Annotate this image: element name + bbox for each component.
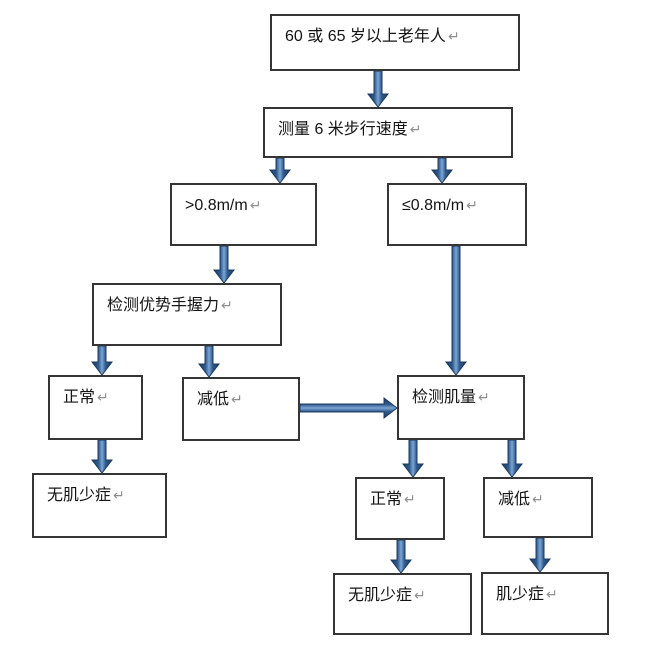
flow-node-grip-strength: 检测优势手握力↵ xyxy=(92,283,282,346)
paragraph-return-mark: ↵ xyxy=(97,389,109,405)
paragraph-return-mark: ↵ xyxy=(231,391,243,407)
flow-node-label: 正常 xyxy=(370,491,403,508)
flow-node-muscle-mass: 检测肌量↵ xyxy=(397,375,525,440)
paragraph-return-mark: ↵ xyxy=(409,121,422,137)
flow-node-grip-normal: 正常↵ xyxy=(48,375,143,440)
paragraph-return-mark: ↵ xyxy=(404,491,416,507)
flow-node-label: 正常 xyxy=(63,389,96,406)
flow-node-mass-normal: 正常↵ xyxy=(355,477,445,540)
flow-node-elderly: 60 或 65 岁以上老年人↵ xyxy=(270,14,520,71)
flow-node-label: 肌少症 xyxy=(496,586,545,603)
arrow-grip-normal-to-no-sarcopenia-1 xyxy=(90,439,114,474)
flow-node-mass-low: 减低↵ xyxy=(483,477,593,538)
paragraph-return-mark: ↵ xyxy=(113,487,125,503)
flow-node-label: >0.8m/m xyxy=(185,197,248,214)
arrow-muscle-mass-to-mass-low xyxy=(500,439,524,478)
flow-node-label: 减低 xyxy=(498,491,531,508)
paragraph-return-mark: ↵ xyxy=(478,389,490,405)
paragraph-return-mark: ↵ xyxy=(546,586,558,602)
flow-node-label: ≤0.8m/m xyxy=(402,197,465,214)
paragraph-return-mark: ↵ xyxy=(447,28,460,44)
paragraph-return-mark: ↵ xyxy=(249,197,262,213)
flow-node-label: 测量 6 米步行速度 xyxy=(278,121,408,138)
arrow-grip-strength-to-grip-low xyxy=(197,345,221,378)
flow-node-gt-08: >0.8m/m↵ xyxy=(170,183,317,246)
flow-node-label: 检测优势手握力 xyxy=(107,297,220,314)
flow-node-label: 60 或 65 岁以上老年人 xyxy=(285,28,446,45)
paragraph-return-mark: ↵ xyxy=(221,297,233,313)
arrow-mass-normal-to-no-sarcopenia-2 xyxy=(389,539,413,574)
paragraph-return-mark: ↵ xyxy=(466,197,478,213)
arrow-grip-strength-to-grip-normal xyxy=(90,345,114,376)
arrow-gt-08-to-grip-strength xyxy=(212,245,236,284)
flow-node-label: 检测肌量 xyxy=(412,389,477,406)
paragraph-return-mark: ↵ xyxy=(414,587,426,603)
flow-node-le-08: ≤0.8m/m↵ xyxy=(387,183,527,246)
flow-node-label: 无肌少症 xyxy=(348,587,413,604)
flow-node-label: 减低 xyxy=(197,391,230,408)
arrow-le-08-to-muscle-mass xyxy=(444,245,468,376)
flow-node-no-sarcopenia-1: 无肌少症↵ xyxy=(32,473,167,538)
arrow-walk-speed-to-gt-08 xyxy=(268,157,292,184)
flow-node-label: 无肌少症 xyxy=(47,487,112,504)
arrow-grip-low-to-muscle-mass xyxy=(299,396,398,420)
flow-node-grip-low: 减低↵ xyxy=(182,377,300,441)
paragraph-return-mark: ↵ xyxy=(532,491,544,507)
arrow-walk-speed-to-le-08 xyxy=(430,157,454,184)
arrow-muscle-mass-to-mass-normal xyxy=(401,439,425,478)
flow-node-sarcopenia: 肌少症↵ xyxy=(481,572,609,635)
arrow-mass-low-to-sarcopenia xyxy=(528,537,552,573)
arrow-elderly-to-walk-speed xyxy=(366,70,390,108)
flow-node-walk-speed: 测量 6 米步行速度↵ xyxy=(263,107,513,158)
flow-node-no-sarcopenia-2: 无肌少症↵ xyxy=(333,573,472,635)
